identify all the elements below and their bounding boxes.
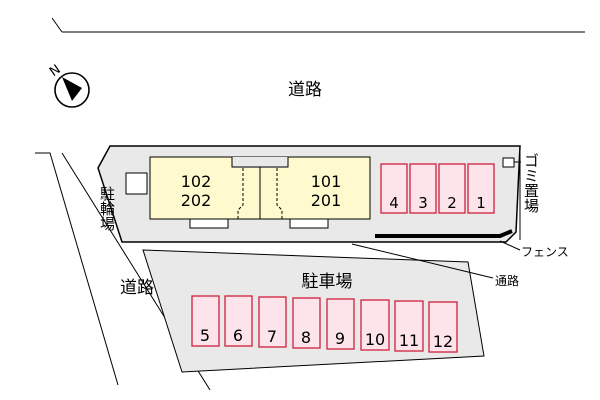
upper-space-label-4: 4 [389,194,399,212]
lower-space-label-9: 9 [335,329,345,348]
upper-space-label-1: 1 [476,194,486,212]
passage-label: 通路 [495,273,519,288]
lower-space-label-8: 8 [301,328,311,347]
parking-space-6 [224,295,253,347]
lower-space-label-12: 12 [433,332,453,351]
parking-lot-label: 駐車場 [302,272,353,292]
fence-line [375,229,513,238]
parking-space-8 [292,297,321,349]
building-unit-101-201 [259,156,371,229]
lower-space-label-7: 7 [267,327,277,346]
upper-parking-spaces [380,163,495,214]
lower-space-label-6: 6 [233,326,243,345]
fence-label: フェンス [521,245,569,259]
parking-space-10 [360,299,390,351]
upper-space-label-3: 3 [418,194,428,212]
parking-space-4 [380,163,408,214]
unit-label-201: 201 [311,191,342,210]
lower-space-label-5: 5 [200,326,210,345]
parking-space-11 [394,300,424,352]
building-core [231,157,289,219]
lower-parking-spaces [191,295,458,353]
parking-space-5 [191,295,220,347]
bicycle-parking-label: 駐輪場 [98,186,116,231]
north-arrow-icon: N [47,62,90,108]
parking-space-9 [326,298,355,350]
parking-space-7 [258,296,287,348]
lower-space-label-11: 11 [399,331,419,350]
garbage-area-box [502,157,515,168]
road-edge-top [51,17,63,33]
unit-label-202: 202 [181,191,212,210]
upper-space-label-2: 2 [447,194,457,212]
unit-label-101: 101 [311,172,342,191]
passage-leader [351,243,494,279]
unit-label-102: 102 [181,172,212,191]
parking-space-3 [409,163,437,214]
parking-space-1 [467,163,495,214]
parking-space-2 [438,163,466,214]
fence-leader [499,240,521,251]
lower-space-label-10: 10 [365,330,385,349]
road-label-top: 道路 [288,80,322,100]
bicycle-parking-box [125,172,148,195]
road-label-left: 道路 [120,278,154,298]
garbage-area-label: ゴミ置場 [522,153,540,213]
parking-space-12 [428,301,458,353]
